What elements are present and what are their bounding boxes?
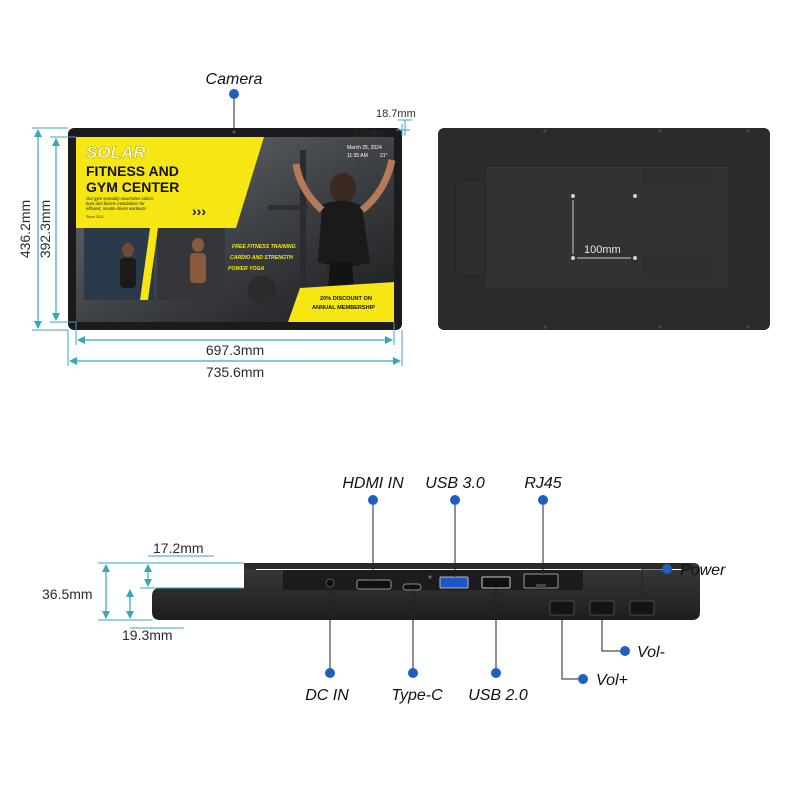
promo-banner: [288, 282, 394, 322]
depth-top-dimension: 17.2mm: [153, 540, 204, 556]
callout-dot: [450, 495, 460, 505]
ad-service-1: FREE FITNESS TRAINING: [232, 244, 296, 250]
vesa-hole: [571, 194, 575, 198]
ad-yellow-panel: [76, 137, 264, 228]
callout-dot: [408, 668, 418, 678]
callout-vol-minus: Vol-: [601, 615, 665, 661]
side-view: 17.2mm 36.5mm 19.3mm HDMI IN USB 3.0 RJ4…: [42, 475, 726, 704]
rj45-latch: [536, 584, 546, 588]
bezel-side-dimension: 22mm: [353, 128, 384, 140]
rj45-label: RJ45: [524, 475, 561, 492]
hdmi-port: [356, 579, 392, 590]
callout-dot: [325, 668, 335, 678]
dc-in-label: DC IN: [305, 687, 349, 704]
callout-dot: [662, 564, 672, 574]
back-view: 100mm: [438, 128, 770, 330]
ad-title-line2: GYM CENTER: [86, 179, 179, 195]
usb2-port: [481, 576, 511, 589]
depth-total-dimension: 36.5mm: [42, 586, 93, 602]
callout-line: [561, 615, 578, 680]
ad-promo-line1: 20% DISCOUNT ON: [320, 296, 372, 302]
vent-grille: [642, 168, 712, 278]
vesa-dimension: 100mm: [584, 244, 621, 256]
hdmi-label: HDMI IN: [342, 475, 404, 492]
bezel-top-dimension: 18.7mm: [376, 108, 416, 120]
ad-tagline-line2: burn and boosts metabolism for: [86, 201, 145, 206]
ad-time: 11:35 AM: [347, 153, 368, 159]
callout-usb3: USB 3.0: [425, 475, 485, 577]
ad-yellow-stripe: [140, 228, 158, 300]
ad-tagline-line1: Our gym specialty maximizes caloric: [86, 196, 155, 201]
ad-date: March 25, 2024: [347, 145, 382, 151]
vol-plus-label: Vol+: [596, 672, 628, 689]
ad-brand: SOLAR: [86, 143, 146, 162]
usb3-port: [439, 576, 469, 589]
gym-equipment: [300, 150, 306, 300]
type-c-label: Type-C: [391, 687, 443, 704]
callout-hdmi: HDMI IN: [342, 475, 404, 580]
screen-height-dimension: 392.3mm: [37, 200, 53, 258]
vesa-hole: [571, 256, 575, 260]
callout-usb2: USB 2.0: [468, 588, 528, 704]
callout-dot: [620, 646, 630, 656]
camera-lens: [232, 130, 236, 134]
callout-type-c: Type-C: [391, 590, 443, 704]
ad-title-line1: FITNESS AND: [86, 163, 179, 179]
vol-plus-button: [549, 600, 575, 616]
screen-display: ››› SOLAR FITNESS AND GYM CENTER Our gym…: [76, 137, 396, 322]
callout-vol-plus: Vol+: [561, 615, 628, 689]
usb3-label: USB 3.0: [425, 475, 485, 492]
tile-athlete: [120, 258, 136, 288]
tile-athlete: [122, 243, 134, 257]
callout-dot: [538, 495, 548, 505]
chevrons-icon: ›››: [192, 203, 206, 219]
vesa-hole: [633, 256, 637, 260]
ad-promo-line2: ANNUAL MEMBERSHIP: [312, 305, 375, 311]
ad-since: Since 2011: [86, 215, 104, 219]
callout-line: [601, 615, 620, 652]
ad-service-2: CARDIO AND STRENGTH: [230, 255, 293, 261]
depth-bottom-dimension: 19.3mm: [122, 627, 173, 643]
callout-dc-in: DC IN: [305, 587, 349, 704]
type-c-port: [402, 583, 422, 591]
tile-athlete: [190, 253, 206, 283]
power-button: [629, 600, 655, 616]
callout-dot: [368, 495, 378, 505]
tile-athlete: [192, 238, 204, 252]
callout-rj45: RJ45: [524, 475, 562, 574]
ad-service-3: POWER YOGA: [228, 266, 264, 272]
camera-callout-dot: [229, 89, 239, 99]
callout-line: [641, 568, 662, 601]
camera-label: Camera: [206, 71, 263, 88]
gym-weight-plate: [248, 276, 276, 304]
ad-temperature: 21°: [380, 153, 388, 159]
vol-minus-label: Vol-: [637, 644, 665, 661]
vol-minus-button: [589, 600, 615, 616]
device-top-strip: [244, 563, 694, 569]
dc-in-port: [325, 578, 335, 588]
ad-tagline-line3: efficient, results-driven workouts: [86, 206, 147, 211]
usb2-label: USB 2.0: [468, 687, 528, 704]
vesa-hole: [633, 194, 637, 198]
power-label: Power: [680, 562, 726, 579]
callout-dot: [578, 674, 588, 684]
rim-screws: [543, 129, 750, 329]
total-width-dimension: 735.6mm: [206, 364, 264, 380]
indicator-hole: [428, 575, 432, 579]
gym-equipment: [268, 205, 308, 210]
callout-power: Power: [641, 562, 726, 601]
screen-width-dimension: 697.3mm: [206, 342, 264, 358]
back-recess: [455, 179, 487, 277]
total-height-dimension: 436.2mm: [17, 200, 33, 258]
front-view: Camera: [17, 71, 416, 380]
callout-dot: [491, 668, 501, 678]
